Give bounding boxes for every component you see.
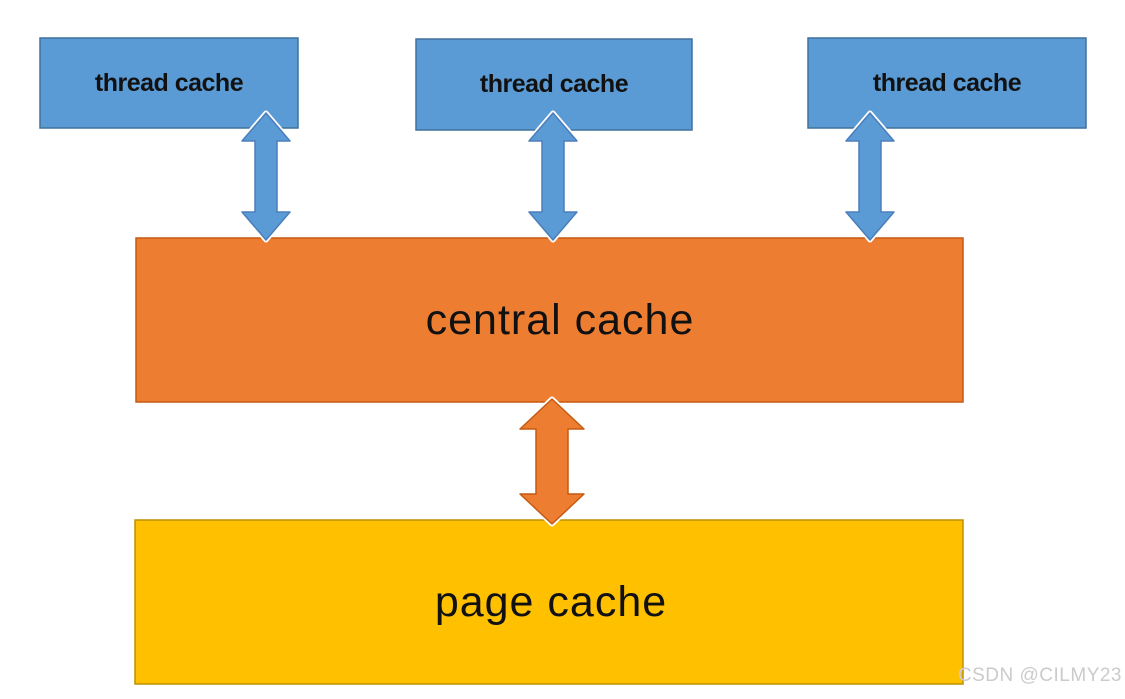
arrow-thread-cache-1-central-cache [241,112,291,241]
arrow-thread-cache-3-central-cache [845,112,895,241]
arrow-thread-cache-2-central-cache [528,112,578,241]
thread-cache-2-label: thread cache [480,70,629,98]
arrow-central-cache-page-cache [519,398,585,525]
thread-cache-1-label: thread cache [95,69,244,97]
node-thread-cache-3 [807,37,1087,129]
watermark: CSDN @CILMY23 [958,665,1122,686]
page-cache-label: page cache [435,578,667,626]
node-central-cache [135,237,964,403]
node-thread-cache-1 [39,37,299,129]
node-page-cache [134,519,964,685]
central-cache-label: central cache [426,296,695,344]
thread-cache-3-label: thread cache [873,69,1022,97]
